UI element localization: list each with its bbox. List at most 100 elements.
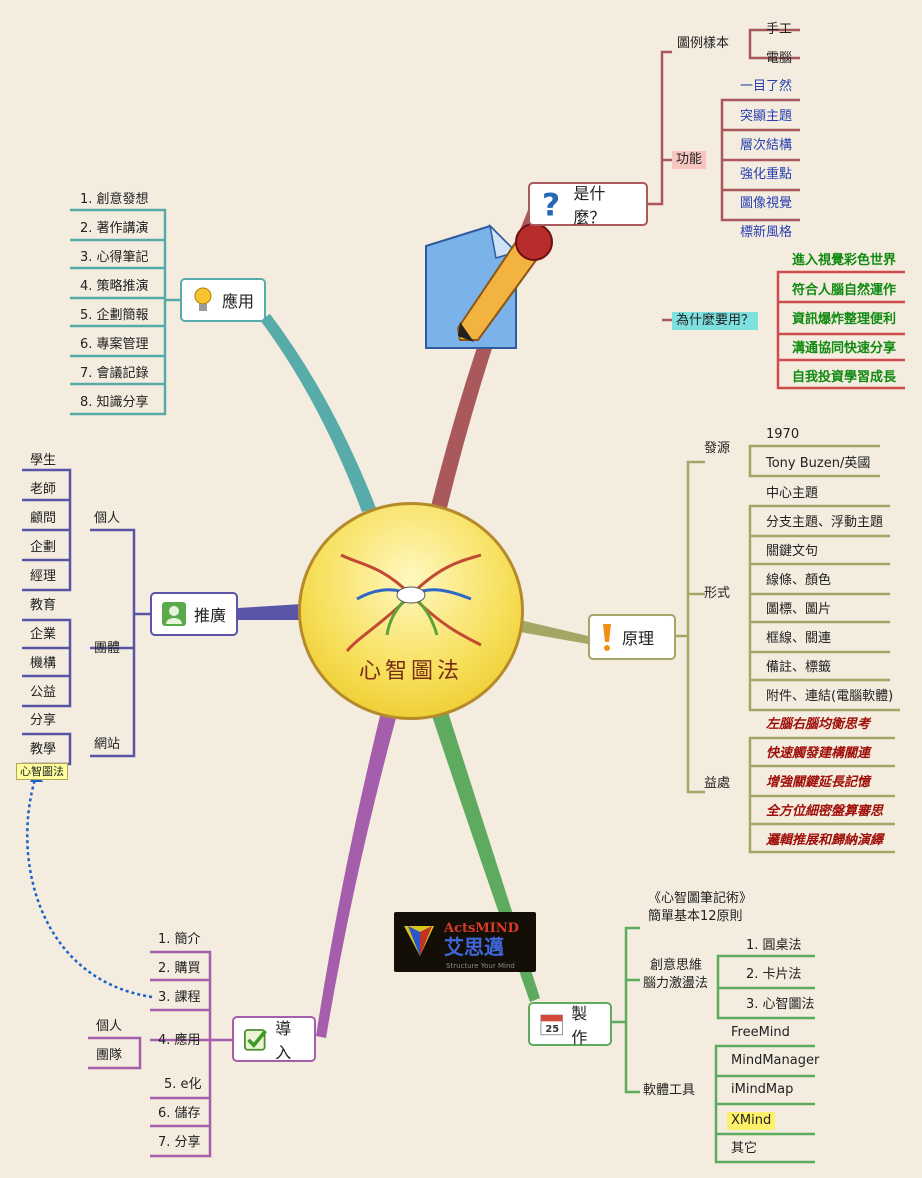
checkbox-icon	[244, 1029, 267, 1051]
form-item: 分支主題、浮動主題	[766, 515, 884, 530]
source-item: Tony Buzen/英國	[766, 456, 871, 471]
function-item: 一目了然	[740, 79, 793, 94]
make-method-item: 1. 圓桌法	[746, 938, 802, 953]
make-method-item: 2. 卡片法	[746, 967, 802, 982]
apply-item: 3. 心得筆記	[80, 250, 149, 265]
make-method-label-1: 創意思維	[650, 958, 703, 973]
form-item: 框線、關連	[766, 631, 832, 646]
apply-item: 7. 會議記錄	[80, 366, 149, 381]
branch-principle	[520, 620, 588, 644]
benefit-item: 快速觸發建構關連	[766, 746, 871, 761]
function-item: 突顯主題	[740, 109, 793, 124]
intro-apply-sub: 個人	[96, 1019, 123, 1034]
apply-item: 4. 策略推演	[80, 279, 149, 294]
promo-web-label: 網站	[94, 737, 121, 752]
form-item: 備註、標籤	[766, 660, 832, 675]
source-label: 發源	[704, 441, 731, 456]
promo-group-item: 企業	[30, 627, 57, 642]
benefit-item: 邏輯推展和歸納演繹	[766, 833, 884, 848]
intro-item: 7. 分享	[158, 1135, 201, 1150]
make-tool-item: 其它	[731, 1141, 758, 1156]
question-icon: ?	[542, 188, 560, 220]
branch-apply	[260, 314, 376, 512]
promo-group-label: 團體	[94, 641, 121, 656]
legend-item: 手工	[766, 22, 793, 37]
promo-personal-item: 顧問	[30, 511, 57, 526]
intro-item: 6. 儲存	[158, 1106, 201, 1121]
logo-line3: Structure Your Mind	[446, 962, 515, 970]
source-item: 1970	[766, 427, 800, 442]
why-item: 自我投資學習成長	[792, 370, 897, 385]
promo-web-item: 教學	[30, 742, 57, 757]
branch-promo	[238, 604, 302, 620]
intro-apply-sub: 團隊	[96, 1048, 123, 1063]
make-method-item: 3. 心智圖法	[746, 997, 815, 1012]
make-method-label-2: 腦力激盪法	[643, 976, 709, 991]
form-item: 圖標、圖片	[766, 602, 832, 617]
topic-intro-label: 導入	[275, 1019, 292, 1062]
form-item: 附件、連結(電腦軟體)	[766, 689, 894, 704]
legend-label: 圖例樣本	[677, 36, 730, 51]
calendar-icon: 25	[540, 1014, 563, 1036]
why-item: 進入視覺彩色世界	[792, 253, 897, 268]
lightbulb-icon	[194, 287, 212, 311]
benefit-label: 益處	[704, 776, 731, 791]
topic-what-label: 是什麼？	[573, 184, 606, 227]
promo-personal-item: 學生	[30, 453, 57, 468]
topic-promo[interactable]: 推廣	[150, 592, 238, 636]
topic-what[interactable]: ? 是什麼？	[528, 182, 648, 227]
form-item: 中心主題	[766, 486, 819, 501]
intro-item: 1. 簡介	[158, 932, 201, 947]
make-tool-item: MindManager	[731, 1053, 820, 1068]
calendar-number: 25	[545, 1024, 559, 1035]
why-item: 資訊爆炸整理便利	[792, 312, 897, 327]
intro-item: 4. 應用	[158, 1033, 201, 1048]
promo-personal-item: 老師	[30, 482, 57, 497]
function-item: 層次結構	[740, 138, 793, 153]
make-tool-item: XMind	[727, 1112, 776, 1130]
form-item: 線條、顏色	[766, 573, 832, 588]
promo-web-item: 分享	[30, 713, 57, 728]
promo-group-item: 機構	[30, 656, 57, 671]
topic-principle[interactable]: 原理	[588, 614, 676, 660]
central-topic[interactable]: 心智圖法	[298, 502, 524, 720]
topic-promo-label: 推廣	[194, 606, 227, 625]
make-book-line1: 《心智圖筆記術》	[648, 891, 753, 906]
actsmind-logo: ActsMIND 艾思邁 Structure Your Mind	[394, 912, 536, 972]
exclamation-icon	[603, 624, 611, 651]
intro-item: 5. e化	[164, 1077, 202, 1092]
legend-item: 電腦	[766, 51, 793, 66]
make-tool-item: FreeMind	[731, 1025, 790, 1040]
why-item: 符合人腦自然運作	[792, 283, 897, 298]
person-icon	[162, 602, 186, 626]
topic-principle-label: 原理	[622, 629, 655, 648]
why-item: 溝通協同快速分享	[792, 341, 897, 356]
pencil-document-icon	[425, 223, 553, 349]
topic-make[interactable]: 25 製作	[528, 1002, 612, 1047]
apply-item: 2. 著作講演	[80, 221, 149, 236]
topic-intro[interactable]: 導入	[232, 1016, 316, 1062]
promo-personal-item: 企劃	[30, 540, 57, 555]
branch-intro	[316, 716, 396, 1038]
mindmap-thumbnail-icon	[340, 553, 482, 652]
topic-make-label: 製作	[571, 1004, 588, 1047]
function-item: 圖像視覺	[740, 196, 793, 211]
promo-personal-item: 經理	[30, 569, 57, 584]
svg-text:?: ?	[542, 188, 560, 220]
form-item: 關鍵文句	[766, 544, 819, 559]
intro-item: 2. 購買	[158, 961, 201, 976]
form-label: 形式	[704, 586, 731, 601]
benefit-item: 增強關鍵延長記憶	[766, 775, 871, 790]
function-item: 強化重點	[740, 167, 793, 182]
apply-item: 6. 專案管理	[80, 337, 149, 352]
promo-group-item: 公益	[30, 685, 57, 700]
make-tools-label: 軟體工具	[643, 1083, 696, 1098]
why-label: 為什麼要用？	[672, 312, 759, 330]
topic-apply-label: 應用	[222, 292, 255, 311]
logo-line1: ActsMIND	[443, 921, 519, 936]
make-tool-item: iMindMap	[731, 1082, 794, 1097]
callout-label: 心智圖法	[16, 763, 68, 780]
topic-apply[interactable]: 應用	[180, 278, 266, 322]
central-topic-title: 心智圖法	[358, 659, 463, 684]
